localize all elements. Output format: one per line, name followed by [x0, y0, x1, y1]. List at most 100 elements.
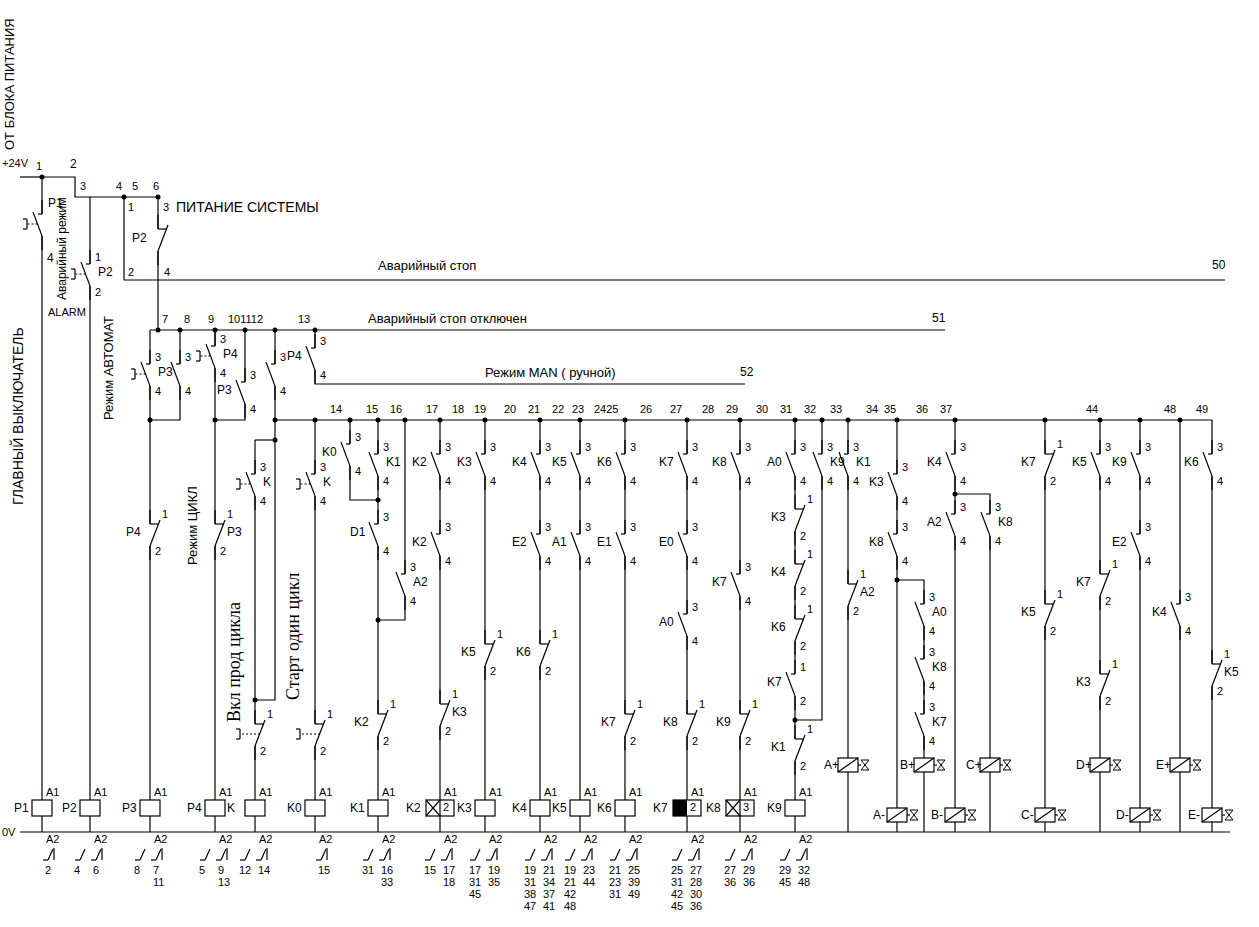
contact-terminal	[739, 736, 740, 750]
coil-name: P2	[62, 802, 77, 816]
terminal-number: 4	[280, 385, 286, 398]
xref-number: 34	[543, 876, 555, 889]
contact-terminal	[624, 556, 625, 570]
coil-terminal: A1	[489, 786, 502, 799]
terminal-number: 1	[552, 628, 558, 641]
contact-blade	[440, 700, 450, 726]
pushbutton-head	[199, 351, 200, 361]
xref-symbol	[725, 859, 730, 860]
terminal-number: 2	[1050, 625, 1056, 638]
contact-gap	[737, 454, 743, 476]
contact-gap	[437, 454, 443, 476]
xref-number: 45	[779, 876, 791, 889]
junction-dot	[178, 328, 183, 333]
xref-number: 36	[724, 876, 736, 889]
contact-terminal	[624, 476, 625, 490]
contact-blade	[1131, 452, 1140, 476]
contact-terminal	[377, 700, 378, 714]
contact-blade	[915, 602, 924, 626]
junction-dot	[1138, 418, 1143, 423]
contact-stop	[485, 643, 494, 644]
pushbutton-head	[236, 738, 240, 739]
coil-terminal: A1	[744, 786, 757, 799]
terminal-number: 2	[800, 640, 806, 653]
contact-terminal	[377, 440, 378, 454]
solenoid-coil	[1170, 758, 1190, 772]
side-title: Вкл прод цикла	[224, 602, 245, 722]
contact-terminal	[1211, 440, 1212, 454]
junction-dot	[438, 418, 443, 423]
xref-number: 14	[258, 864, 270, 877]
xref-symbol	[441, 859, 446, 860]
coil-terminal: A1	[382, 786, 395, 799]
contact-terminal	[739, 596, 740, 610]
contact-stop	[740, 713, 749, 714]
wire-number: 4	[47, 252, 54, 266]
contact-stop	[736, 453, 740, 454]
terminal-number: 4	[490, 475, 496, 488]
contact-terminal	[794, 725, 795, 739]
wire-number: 36	[916, 403, 928, 416]
xref-number: 42	[671, 888, 683, 901]
contact-terminal	[923, 626, 924, 640]
xref-symbol	[379, 859, 384, 860]
junction-dot	[213, 418, 218, 423]
line-title: Режим MAN ( ручной)	[485, 366, 616, 381]
terminal-number: 1	[637, 698, 643, 711]
contact-stop	[440, 703, 449, 704]
xref-number: 12	[239, 864, 251, 877]
terminal-number: 2	[853, 605, 859, 618]
xref-number: 5	[199, 864, 205, 877]
xref-symbol	[425, 859, 430, 860]
contact-name: K7	[767, 676, 782, 690]
wire-number: 34	[866, 403, 878, 416]
contact-blade	[158, 225, 168, 251]
contact-gap	[987, 514, 993, 536]
xref-number: 21	[609, 864, 621, 877]
contact-terminal	[214, 510, 215, 524]
contact-stop	[848, 583, 857, 584]
wire	[157, 197, 158, 330]
xref-symbol	[316, 859, 321, 860]
xref-symbol	[565, 859, 570, 860]
xref-symbol	[96, 849, 101, 860]
terminal-number: 4	[692, 475, 698, 488]
side-title: ГЛАВНЫЙ ВЫКЛЮЧАТЕЛЬ	[10, 327, 26, 505]
xref-number: 18	[443, 876, 455, 889]
contact-blade	[476, 452, 485, 476]
xref-symbol	[368, 849, 373, 860]
wire	[41, 816, 42, 832]
coil-terminal: A2	[744, 833, 757, 846]
contact-terminal	[686, 700, 687, 714]
xref-symbol	[75, 859, 80, 860]
xref-symbol	[48, 849, 53, 860]
terminal-number: 3	[960, 441, 966, 454]
terminal-number: 2	[800, 695, 806, 708]
wire-number: 15	[366, 403, 378, 416]
xref-number: 44	[583, 876, 595, 889]
junction-dot	[793, 418, 798, 423]
side-title: Старт один цикл	[283, 573, 304, 700]
contact-name: P2	[132, 232, 147, 246]
terminal-number: 4	[383, 545, 389, 558]
junction-dot	[895, 578, 900, 583]
wire-number: 8	[184, 313, 190, 326]
contact-blade	[485, 640, 495, 666]
contact-terminal	[923, 645, 924, 659]
wire	[847, 772, 848, 832]
contact-blade	[616, 452, 625, 476]
solenoid-mark	[980, 758, 1000, 772]
terminal-number: 4	[220, 367, 226, 380]
terminal-number: 2	[800, 585, 806, 598]
contact-gap	[155, 229, 161, 251]
side-title: Режим АВТОМАТ	[102, 316, 117, 420]
xref-symbol	[541, 859, 546, 860]
contact-blade	[813, 452, 822, 476]
contact-terminal	[686, 636, 687, 650]
terminal-number: 3	[902, 461, 908, 474]
contact-blade	[531, 532, 540, 556]
contact-name: K6	[597, 456, 612, 470]
wire	[484, 816, 485, 832]
contact-terminal	[539, 666, 540, 680]
contact-terminal	[539, 476, 540, 490]
